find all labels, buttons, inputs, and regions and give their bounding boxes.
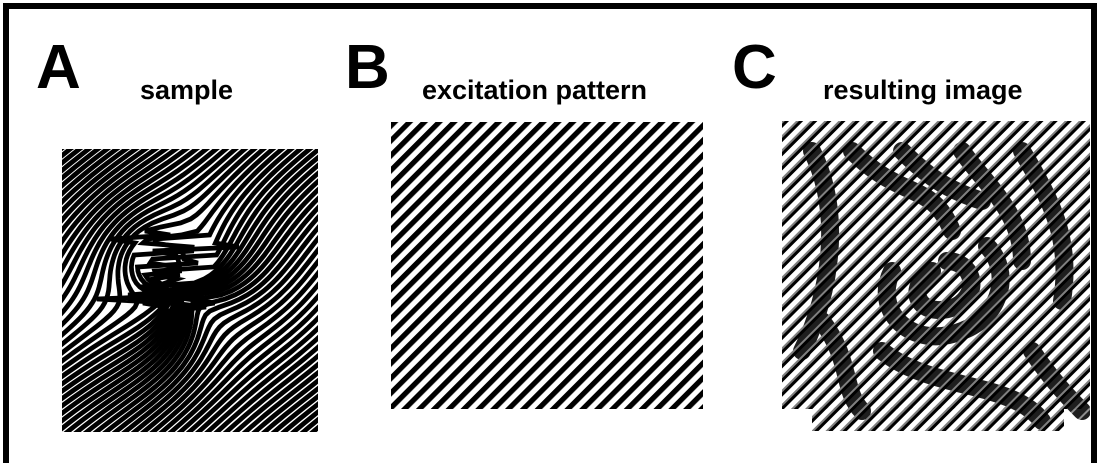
figure-frame: A sample B excitation pattern C resultin…	[3, 3, 1097, 463]
sample-pattern-image	[62, 149, 318, 432]
panel-a-title: sample	[140, 75, 234, 105]
excitation-pattern-image	[391, 122, 703, 409]
panel-b-title: excitation pattern	[422, 75, 648, 105]
resulting-image-pattern	[782, 121, 1090, 431]
panel-c-letter: C	[732, 33, 777, 102]
panel-c-title: resulting image	[823, 75, 1023, 105]
panel-b-letter: B	[345, 33, 390, 102]
panel-a-letter: A	[36, 33, 81, 102]
